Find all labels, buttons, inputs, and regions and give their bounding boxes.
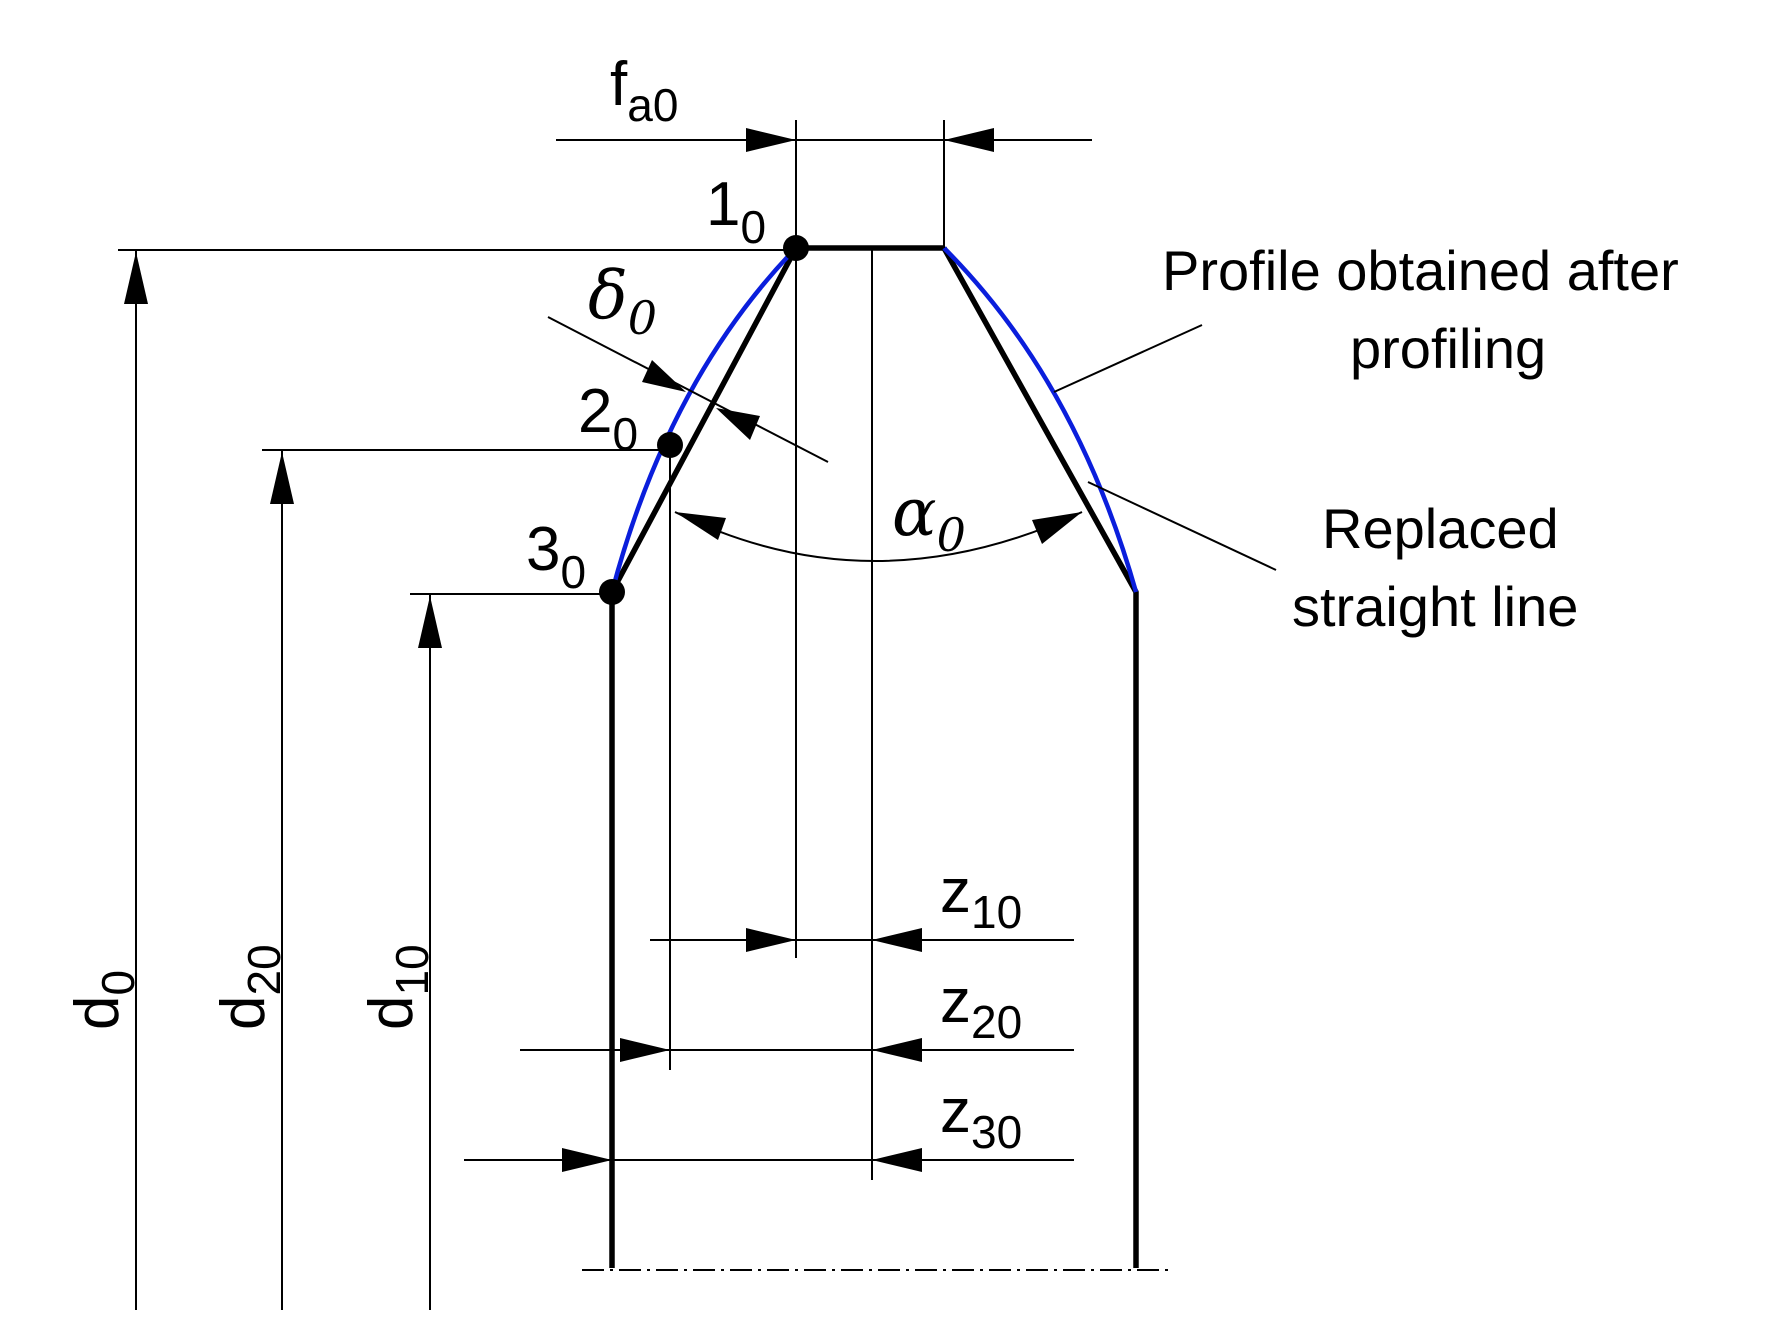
label-alpha0: α0	[892, 474, 966, 562]
fa0-arrow-left	[746, 128, 796, 152]
label-z30: z30	[940, 1077, 1022, 1158]
point-1	[783, 235, 809, 261]
fa0-arrow-right	[944, 128, 994, 152]
label-point-1: 10	[706, 170, 766, 253]
point-3	[599, 579, 625, 605]
construction-lines	[118, 120, 1277, 1271]
annotation-profile-line2: profiling	[1350, 317, 1546, 380]
delta-arrow-outer	[642, 360, 686, 392]
annotation-replaced-line1: Replaced	[1322, 497, 1559, 560]
delta-arrow-inner	[716, 408, 760, 440]
dimension-diameters	[124, 250, 442, 1310]
profiled-curves	[609, 246, 1139, 593]
labels: fa0 10 20 30 δ0 α0 z10 z20 z30 d0 d20 d1…	[63, 50, 1679, 1158]
delta-normal-line	[547, 316, 829, 463]
angle-alpha0	[674, 511, 1083, 562]
label-d10: d10	[357, 944, 438, 1030]
label-fa0: fa0	[610, 50, 678, 131]
left-profile-curve	[609, 246, 798, 593]
dimension-z10	[650, 928, 1074, 952]
annotation-replaced-line2: straight line	[1292, 575, 1578, 638]
dimension-fa0	[556, 128, 1092, 152]
label-point-3: 30	[526, 515, 586, 598]
label-point-2: 20	[578, 377, 638, 460]
label-z20: z20	[940, 967, 1022, 1048]
dimension-z30	[464, 1148, 1074, 1172]
label-d0: d0	[63, 970, 144, 1030]
d0-arrow	[124, 252, 148, 304]
alpha-arrow-right	[1032, 512, 1082, 544]
annotation-profile-line1: Profile obtained after	[1162, 239, 1679, 302]
points	[599, 235, 809, 605]
d20-arrow	[270, 452, 294, 504]
label-d20: d20	[209, 944, 290, 1030]
alpha-arrow-left	[675, 512, 726, 540]
point-2	[657, 432, 683, 458]
right-profile-curve	[942, 246, 1139, 593]
label-delta0: δ0	[588, 257, 657, 345]
leader-replaced	[1087, 481, 1277, 571]
dimension-z20	[520, 1038, 1074, 1062]
leader-profile	[1053, 324, 1203, 393]
label-z10: z10	[940, 857, 1022, 938]
d10-arrow	[418, 596, 442, 648]
left-flank-straight	[609, 246, 799, 1268]
delta-arrows	[642, 360, 760, 440]
